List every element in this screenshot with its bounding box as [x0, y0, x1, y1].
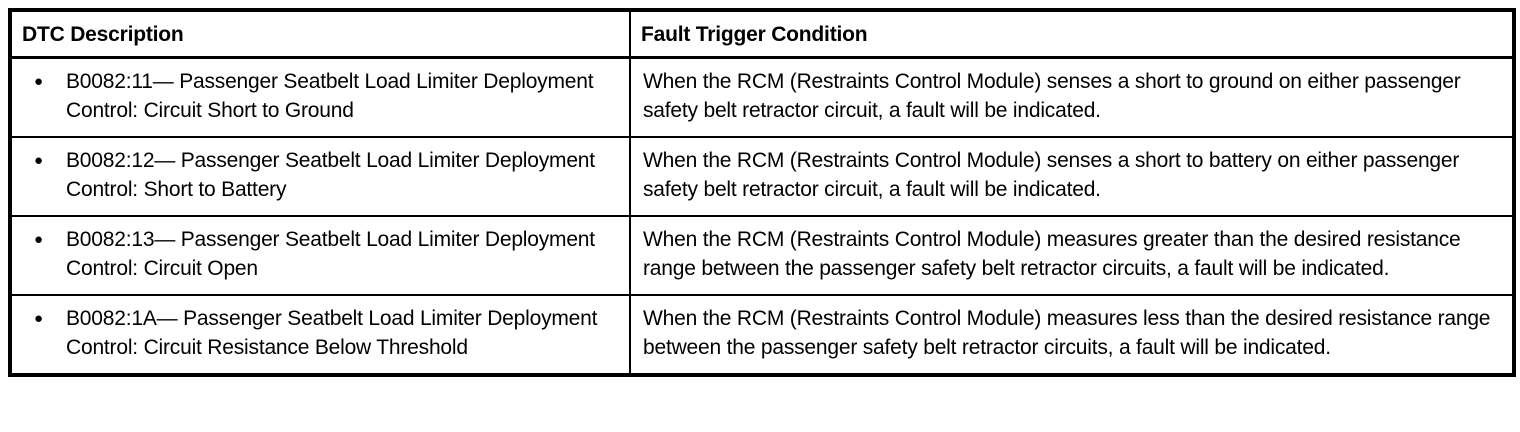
dtc-description-cell: ● B0082:1A— Passenger Seatbelt Load Limi… — [9, 294, 631, 376]
table-row: ● B0082:11— Passenger Seatbelt Load Limi… — [9, 56, 1515, 138]
fault-trigger-condition: When the RCM (Restraints Control Module)… — [629, 56, 1515, 138]
bullet-icon: ● — [34, 231, 43, 248]
table-row: ● B0082:13— Passenger Seatbelt Load Limi… — [9, 215, 1515, 296]
bullet-icon: ● — [34, 73, 43, 90]
dtc-fault-table: DTC Description Fault Trigger Condition … — [8, 8, 1516, 377]
dtc-description-cell: ● B0082:13— Passenger Seatbelt Load Limi… — [9, 215, 631, 296]
table-row: ● B0082:12— Passenger Seatbelt Load Limi… — [9, 136, 1515, 217]
dtc-table: DTC Description Fault Trigger Condition … — [8, 8, 1516, 377]
bullet-icon: ● — [34, 310, 43, 327]
table-row: ● B0082:1A— Passenger Seatbelt Load Limi… — [9, 294, 1515, 376]
col-header-fault-trigger-condition: Fault Trigger Condition — [629, 9, 1515, 59]
fault-trigger-condition: When the RCM (Restraints Control Module)… — [629, 294, 1515, 376]
dtc-description-cell: ● B0082:12— Passenger Seatbelt Load Limi… — [9, 136, 631, 217]
fault-trigger-condition: When the RCM (Restraints Control Module)… — [629, 136, 1515, 217]
dtc-description-cell: ● B0082:11— Passenger Seatbelt Load Limi… — [9, 56, 631, 138]
dtc-description: B0082:11— Passenger Seatbelt Load Limite… — [66, 70, 594, 122]
dtc-description: B0082:12— Passenger Seatbelt Load Limite… — [66, 149, 595, 201]
dtc-description: B0082:13— Passenger Seatbelt Load Limite… — [66, 228, 595, 280]
header-row: DTC Description Fault Trigger Condition — [9, 9, 1515, 59]
bullet-icon: ● — [34, 152, 43, 169]
col-header-dtc-description: DTC Description — [9, 9, 631, 59]
fault-trigger-condition: When the RCM (Restraints Control Module)… — [629, 215, 1515, 296]
dtc-description: B0082:1A— Passenger Seatbelt Load Limite… — [66, 307, 598, 359]
